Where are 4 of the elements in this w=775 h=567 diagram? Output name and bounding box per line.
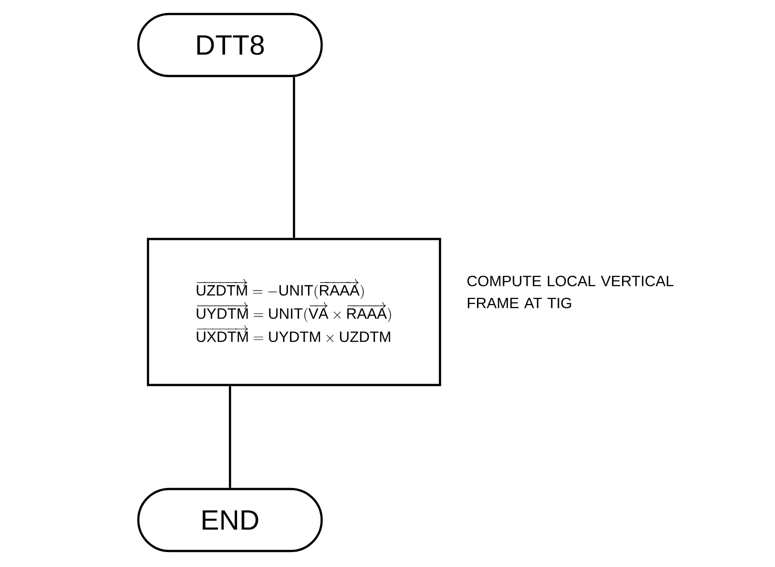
process-box: $\overrightarrow{\mathrm{UZDTM}} = -\mathrm{UNIT}(\overrightarrow{\mathrm{RAAA}})$ $\overrightarrow{\mathrm{UYDTM}} = \mathrm{UNIT}(\overrightarrow{\mathrm{VA}} \times \overrightarrow{\mathrm{RAAA}})$ $\overrightarrow{\mathrm{UXDTM}} = \mathrm{UYDTM} \times \mathrm{UZDTM}$ [146, 238, 442, 386]
connector-line [292, 77, 296, 238]
connector-line [228, 386, 232, 488]
side-note: COMPUTE LOCAL VERTICAL FRAME AT TIG [467, 276, 674, 308]
